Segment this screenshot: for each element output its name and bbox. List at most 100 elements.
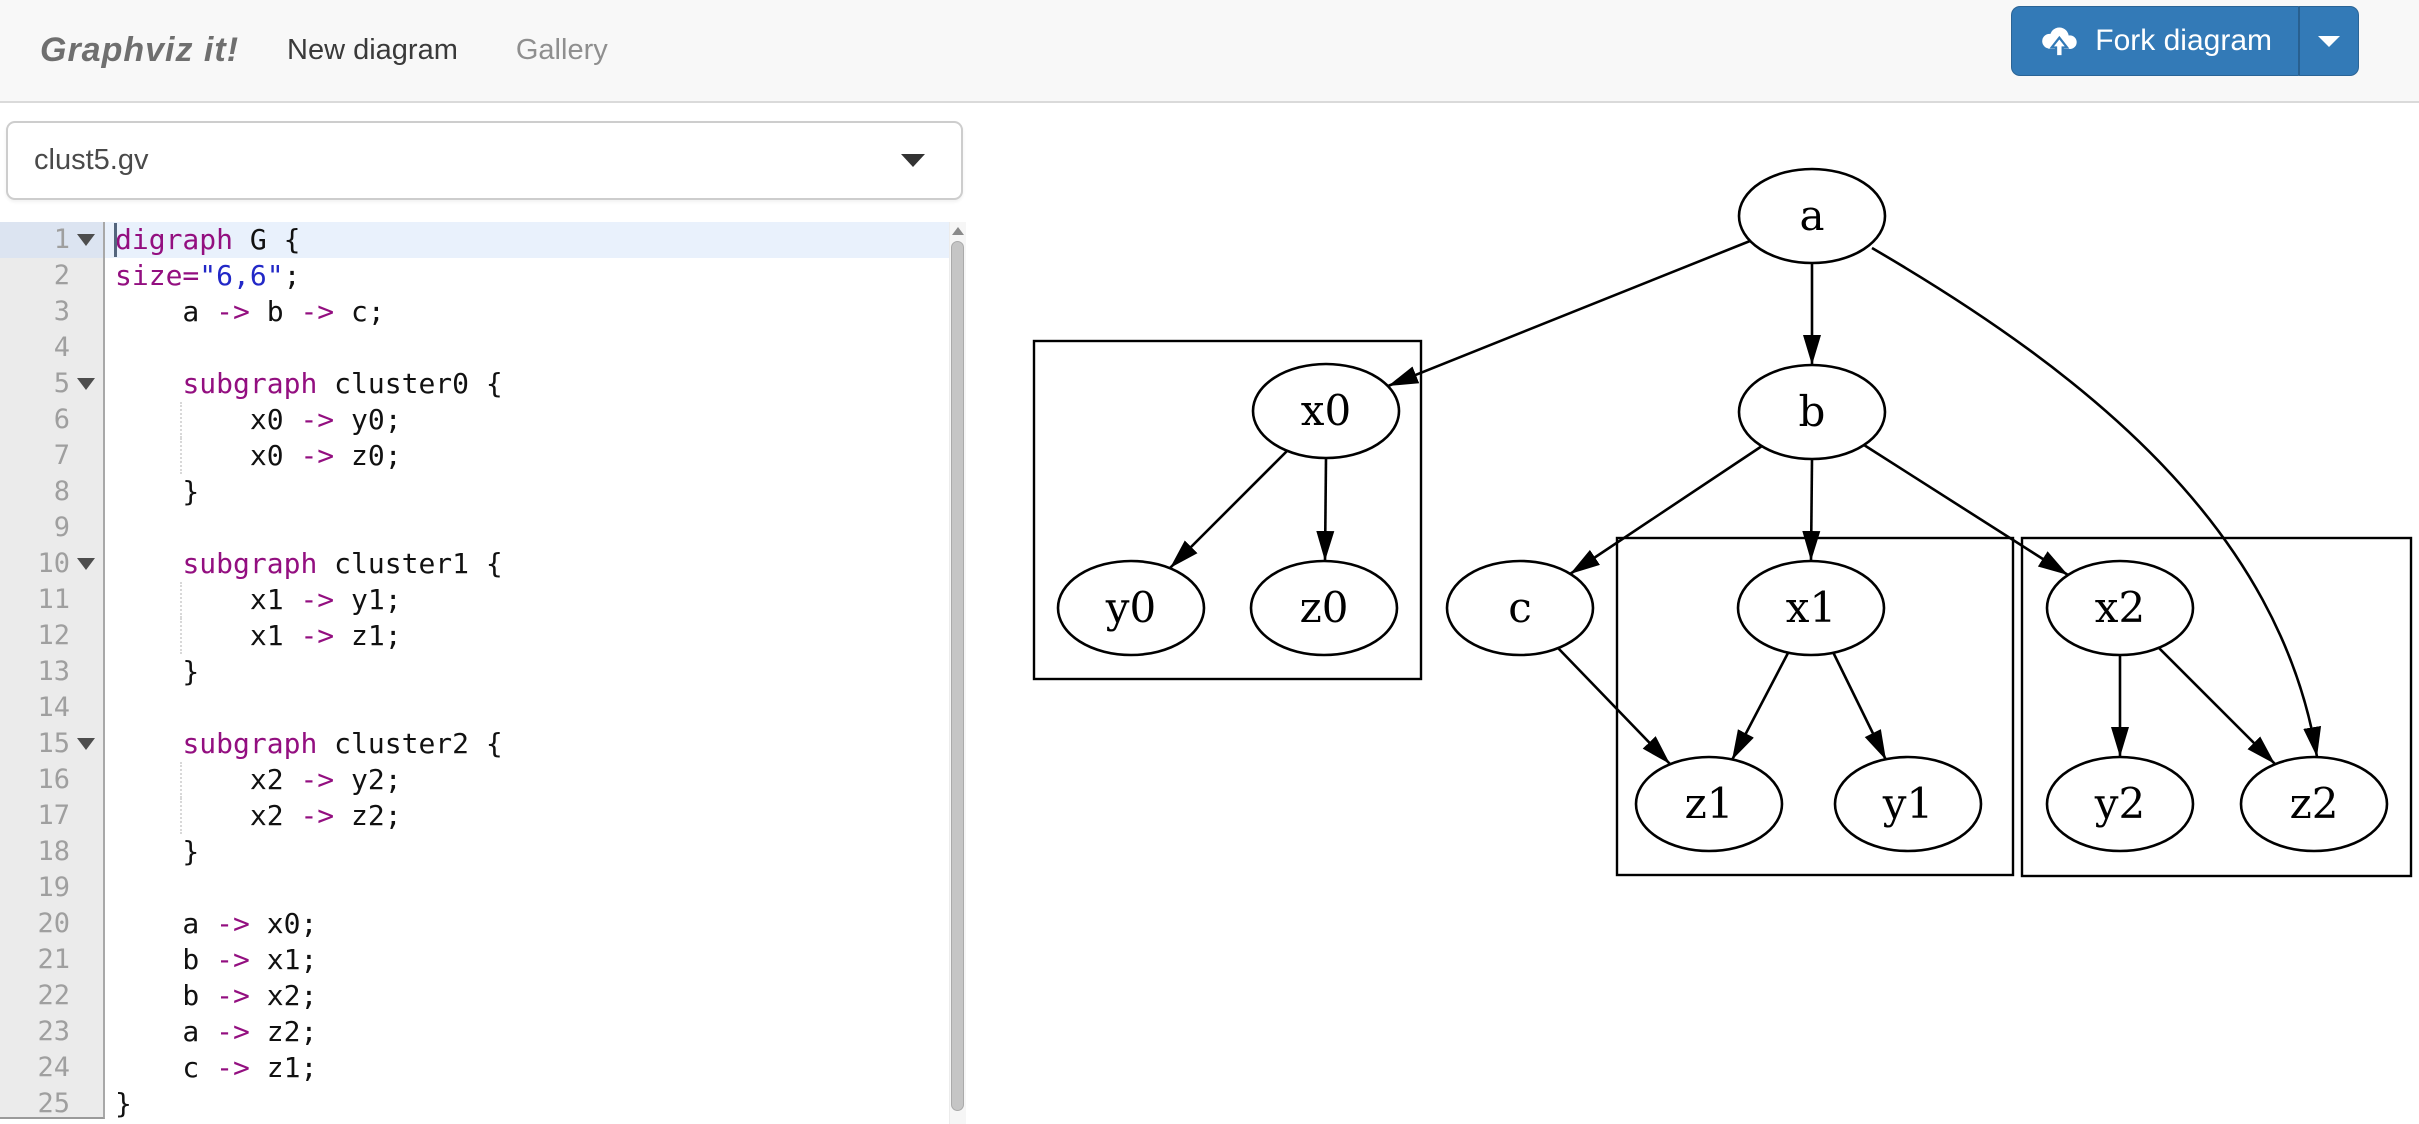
gutter-cell: 19 <box>0 870 103 906</box>
code-line[interactable]: x1 -> y1; <box>115 582 402 618</box>
editor-scrollbar[interactable] <box>949 222 966 1124</box>
gutter-cell: 25 <box>0 1086 103 1122</box>
code-line[interactable]: x0 -> y0; <box>115 402 402 438</box>
code-line[interactable]: x0 -> z0; <box>115 438 402 474</box>
line-number: 4 <box>53 332 70 363</box>
code-line[interactable]: } <box>115 655 200 688</box>
code-line[interactable]: c -> z1; <box>115 1051 318 1084</box>
editor-scrollbar-thumb[interactable] <box>951 241 964 1111</box>
editor-code[interactable]: digraph G {size="6,6"; a -> b -> c; subg… <box>105 222 949 1124</box>
brand-logo[interactable]: Graphviz it! <box>40 31 240 69</box>
gutter-cell: 4 <box>0 330 103 366</box>
nav-link-new-diagram[interactable]: New diagram <box>287 34 458 66</box>
line-number: 24 <box>37 1052 70 1083</box>
line-number: 25 <box>37 1088 70 1119</box>
line-number: 1 <box>53 224 70 255</box>
line-number: 21 <box>37 944 70 975</box>
gutter-cell: 16 <box>0 762 103 798</box>
gutter-cell: 20 <box>0 906 103 942</box>
indent-guide <box>180 618 182 654</box>
code-line[interactable]: digraph G { <box>105 222 949 258</box>
graph-node-y2 <box>2045 755 2195 853</box>
line-number: 11 <box>37 584 70 615</box>
graph-node-label-z2: z2 <box>2290 779 2339 828</box>
indent-guide <box>180 762 182 798</box>
gutter-cell: 17 <box>0 798 103 834</box>
gutter-cell: 22 <box>0 978 103 1014</box>
graph-node-label-z1: z1 <box>1685 779 1734 828</box>
graph-node-c <box>1445 559 1595 657</box>
cloud-upload-icon <box>2038 24 2080 58</box>
code-line[interactable]: x2 -> y2; <box>115 762 402 798</box>
edge-b-x2 <box>1863 443 2069 577</box>
gutter-cell: 6 <box>0 402 103 438</box>
graph-node-label-a: a <box>1799 191 1824 240</box>
code-line[interactable]: subgraph cluster1 { <box>182 547 503 580</box>
gutter-cell: 14 <box>0 690 103 726</box>
line-number: 20 <box>37 908 70 939</box>
edge-b-x1 <box>1802 458 1821 562</box>
fold-arrow-icon[interactable] <box>77 234 95 246</box>
edge-b-c <box>1569 444 1763 576</box>
graph-node-z1 <box>1634 755 1784 853</box>
nav-link-gallery[interactable]: Gallery <box>515 34 608 66</box>
line-number: 3 <box>53 296 70 327</box>
text-cursor <box>114 223 117 257</box>
gutter-cell: 5 <box>0 366 103 402</box>
graph-node-label-y2: y2 <box>2094 779 2145 828</box>
fold-arrow-icon[interactable] <box>77 558 95 570</box>
gutter-cell: 10 <box>0 546 103 582</box>
code-line[interactable]: size="6,6"; <box>115 259 301 292</box>
graph-node-label-y1: y1 <box>1882 779 1933 828</box>
line-number: 9 <box>53 512 70 543</box>
fold-arrow-icon[interactable] <box>77 738 95 750</box>
graph-node-z0 <box>1249 559 1399 657</box>
line-number: 23 <box>37 1016 70 1047</box>
code-line[interactable] <box>105 870 949 906</box>
fold-arrow-icon[interactable] <box>77 378 95 390</box>
code-line[interactable]: a -> x0; <box>115 907 318 940</box>
code-line[interactable]: } <box>115 1087 132 1120</box>
code-line[interactable] <box>105 690 949 726</box>
code-line[interactable]: x1 -> z1; <box>115 618 402 654</box>
line-number: 8 <box>53 476 70 507</box>
graph-node-x0 <box>1251 362 1401 460</box>
line-number: 22 <box>37 980 70 1011</box>
gutter-cell: 7 <box>0 438 103 474</box>
code-line[interactable]: subgraph cluster0 { <box>182 367 503 400</box>
code-line[interactable] <box>105 330 949 366</box>
code-line[interactable]: x2 -> z2; <box>115 798 402 834</box>
line-number: 5 <box>53 368 70 399</box>
file-selector-dropdown[interactable]: clust5.gv <box>6 121 963 200</box>
code-line[interactable]: a -> z2; <box>115 1015 318 1048</box>
edge-c-z1 <box>1557 647 1671 765</box>
graph-node-x1 <box>1736 559 1886 657</box>
code-line[interactable]: b -> x1; <box>115 943 318 976</box>
code-line[interactable]: a -> b -> c; <box>115 295 385 328</box>
code-line[interactable] <box>105 510 949 546</box>
line-number: 12 <box>37 620 70 651</box>
code-line[interactable]: subgraph cluster2 { <box>182 727 503 760</box>
gutter-cell: 9 <box>0 510 103 546</box>
gutter-cell: 24 <box>0 1050 103 1086</box>
line-number: 6 <box>53 404 70 435</box>
code-line[interactable]: } <box>115 475 200 508</box>
graph-node-a <box>1737 167 1887 265</box>
graph-node-label-b: b <box>1799 387 1826 436</box>
edge-x0-z0 <box>1316 457 1335 562</box>
line-number: 18 <box>37 836 70 867</box>
code-line[interactable]: } <box>115 835 200 868</box>
edge-x1-z1 <box>1730 652 1790 761</box>
code-line[interactable]: b -> x2; <box>115 979 318 1012</box>
graph-node-b <box>1737 363 1887 461</box>
line-number: 14 <box>37 692 70 723</box>
scroll-up-arrow-icon[interactable] <box>952 227 964 235</box>
fork-options-dropdown-button[interactable] <box>2298 6 2359 76</box>
fork-diagram-button[interactable]: Fork diagram <box>2011 6 2298 76</box>
gutter-cell: 11 <box>0 582 103 618</box>
line-number: 16 <box>37 764 70 795</box>
